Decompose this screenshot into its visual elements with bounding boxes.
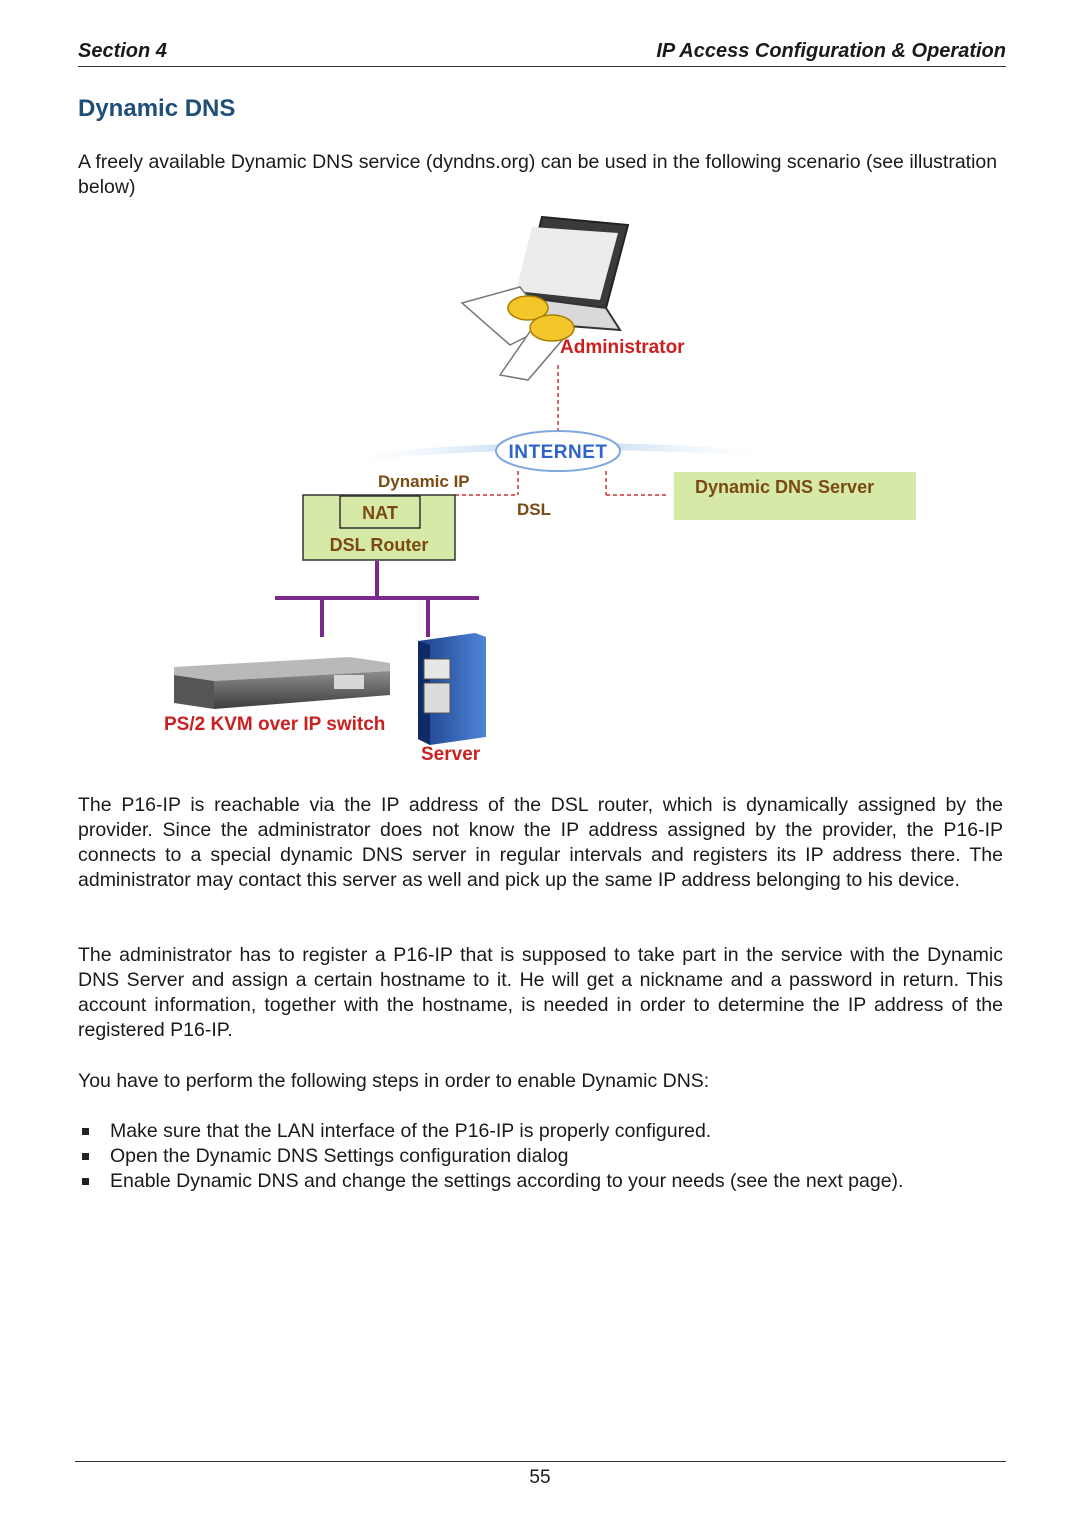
steps-list: Make sure that the LAN interface of the …: [78, 1119, 1003, 1194]
server-label: Server: [421, 744, 481, 765]
body-paragraph: The administrator has to register a P16-…: [78, 944, 1003, 1041]
body-paragraph: You have to perform the following steps …: [78, 1070, 710, 1092]
lan-wiring: [275, 561, 479, 637]
nat-label: NAT: [362, 503, 398, 523]
page-header: Section 4 IP Access Configuration & Oper…: [78, 38, 1006, 67]
list-item: Make sure that the LAN interface of the …: [78, 1119, 1003, 1144]
list-item: Enable Dynamic DNS and change the settin…: [78, 1169, 1003, 1194]
dns-server-box: [674, 472, 916, 520]
chapter-title: IP Access Configuration & Operation: [656, 40, 1006, 62]
footer-rule: [75, 1461, 1006, 1462]
network-diagram: Administrator INTERNET Dynamic IP DSL NA…: [164, 215, 916, 765]
laptop-icon: [460, 215, 630, 381]
dynamic-ip-label: Dynamic IP: [378, 472, 470, 491]
nat-box: [339, 495, 421, 529]
server-icon: [418, 633, 486, 745]
kvm-switch-icon: [174, 657, 390, 709]
body-paragraph: The P16-IP is reachable via the IP addre…: [78, 794, 1003, 891]
list-item: Open the Dynamic DNS Settings configurat…: [78, 1144, 1003, 1169]
internet-label: INTERNET: [509, 442, 608, 463]
intro-paragraph: A freely available Dynamic DNS service (…: [78, 151, 998, 198]
kvm-switch-label: PS/2 KVM over IP switch: [164, 714, 385, 735]
dsl-router-label: DSL Router: [330, 535, 429, 555]
internet-cloud-icon: [355, 430, 760, 472]
dns-server-label: Dynamic DNS Server: [695, 477, 874, 497]
dsl-label: DSL: [517, 500, 551, 519]
page-number: 55: [529, 1467, 551, 1488]
section-label: Section 4: [78, 40, 167, 62]
page-heading: Dynamic DNS: [78, 95, 236, 122]
administrator-label: Administrator: [560, 337, 685, 358]
